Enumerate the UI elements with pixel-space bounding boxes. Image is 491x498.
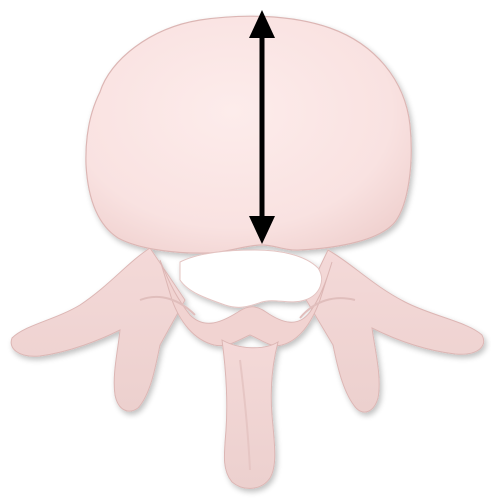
vertebral-body (86, 16, 411, 253)
vertebra (11, 16, 484, 488)
vertebral-foramen (180, 250, 322, 307)
right-transverse-process (305, 250, 484, 412)
left-transverse-process (11, 248, 185, 411)
